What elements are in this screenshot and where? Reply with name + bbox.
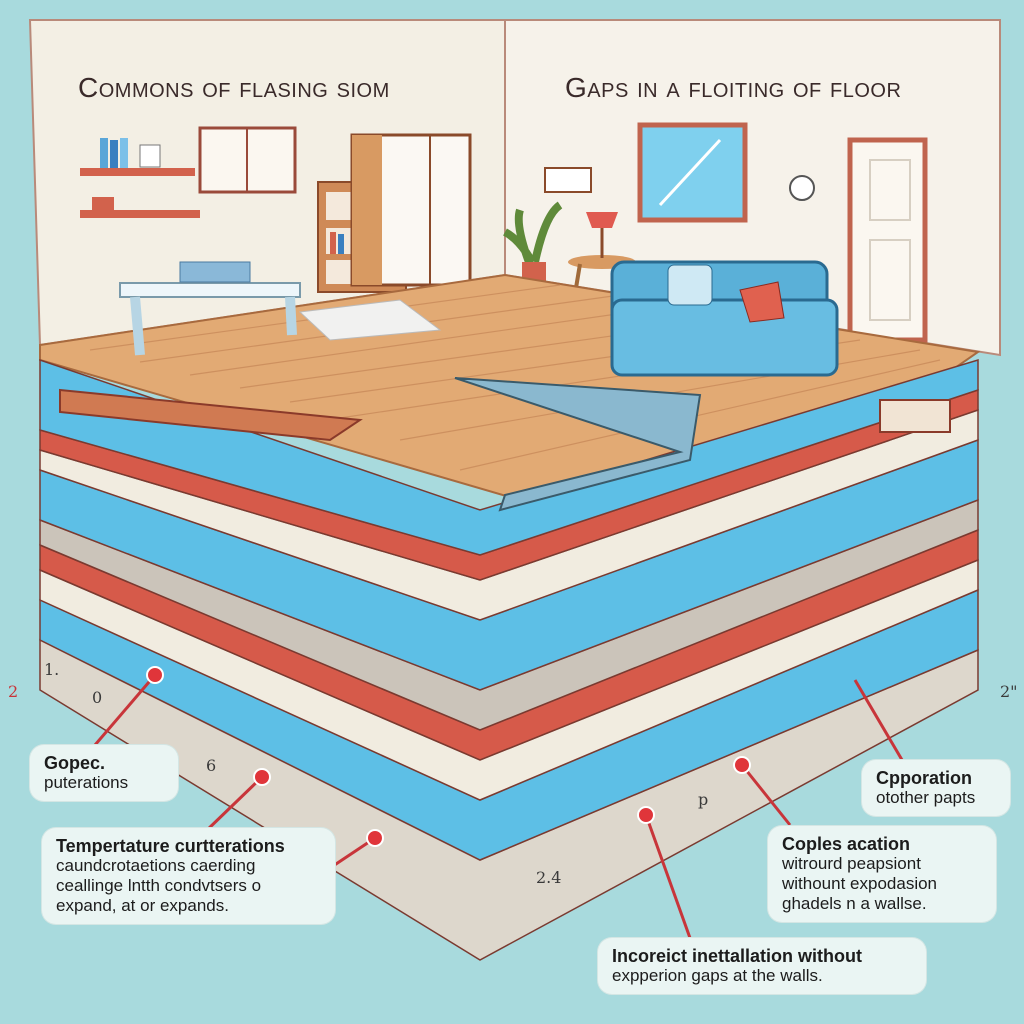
floor-gap — [59, 388, 363, 442]
shelf — [80, 168, 195, 176]
concrete-mark-two-four: 2.4 — [536, 868, 562, 887]
edge-mark-right: 2" — [1000, 682, 1018, 701]
callout-incorrect-installation: Incoreict inettallation without expperio… — [598, 938, 926, 994]
concrete-mark-zero: 0 — [92, 688, 103, 707]
floor-mat — [298, 299, 442, 341]
wall-picture — [544, 167, 592, 193]
shelf — [80, 210, 200, 218]
callout-coples: Coples acation witrourd peapsiont withou… — [768, 826, 996, 922]
title-left: Commons of flasing siom — [78, 72, 390, 103]
floor-gap — [454, 377, 702, 512]
coffee-table — [119, 282, 301, 298]
callout-pin — [637, 806, 655, 824]
callout-pin — [733, 756, 751, 774]
callout-body: otother papts — [876, 788, 976, 807]
callout-cpporation: Cpporation otother papts — [862, 760, 1010, 816]
callout-heading: Incoreict inettallation without — [612, 946, 863, 966]
callout-heading: Gopec. — [44, 753, 106, 773]
edge-mark-left: 2 — [8, 682, 19, 701]
floor-layer-bands — [39, 358, 979, 961]
wall-clock — [789, 175, 815, 201]
callout-heading: Tempertature curtterations — [56, 836, 285, 856]
callout-body: puterations — [44, 773, 129, 792]
baseboard-gap — [879, 399, 951, 433]
callout-gaps: Gopec. puterations — [30, 745, 178, 801]
callout-body: caundcrotaetions caerding ceallinge lntt… — [56, 856, 262, 915]
title-right: Gaps in a floiting of floor — [565, 72, 902, 103]
callout-pin — [366, 829, 384, 847]
concrete-mark-one: 1. — [44, 660, 60, 679]
plant — [502, 201, 563, 267]
callout-heading: Coples acation — [782, 834, 911, 854]
concrete-mark-p: p — [698, 790, 709, 809]
callout-heading: Cpporation — [876, 768, 972, 788]
callout-pin — [146, 666, 164, 684]
window — [637, 122, 748, 223]
callout-temperature: Tempertature curtterations caundcrotaeti… — [42, 828, 335, 924]
callout-body: witrourd peapsiont withount expodasion g… — [782, 854, 938, 913]
callout-body: expperion gaps at the walls. — [612, 966, 823, 985]
callout-pin — [253, 768, 271, 786]
concrete-mark-six: 6 — [206, 756, 217, 775]
sofa — [610, 260, 839, 377]
lamp — [586, 212, 618, 228]
blue-layer — [39, 358, 979, 556]
